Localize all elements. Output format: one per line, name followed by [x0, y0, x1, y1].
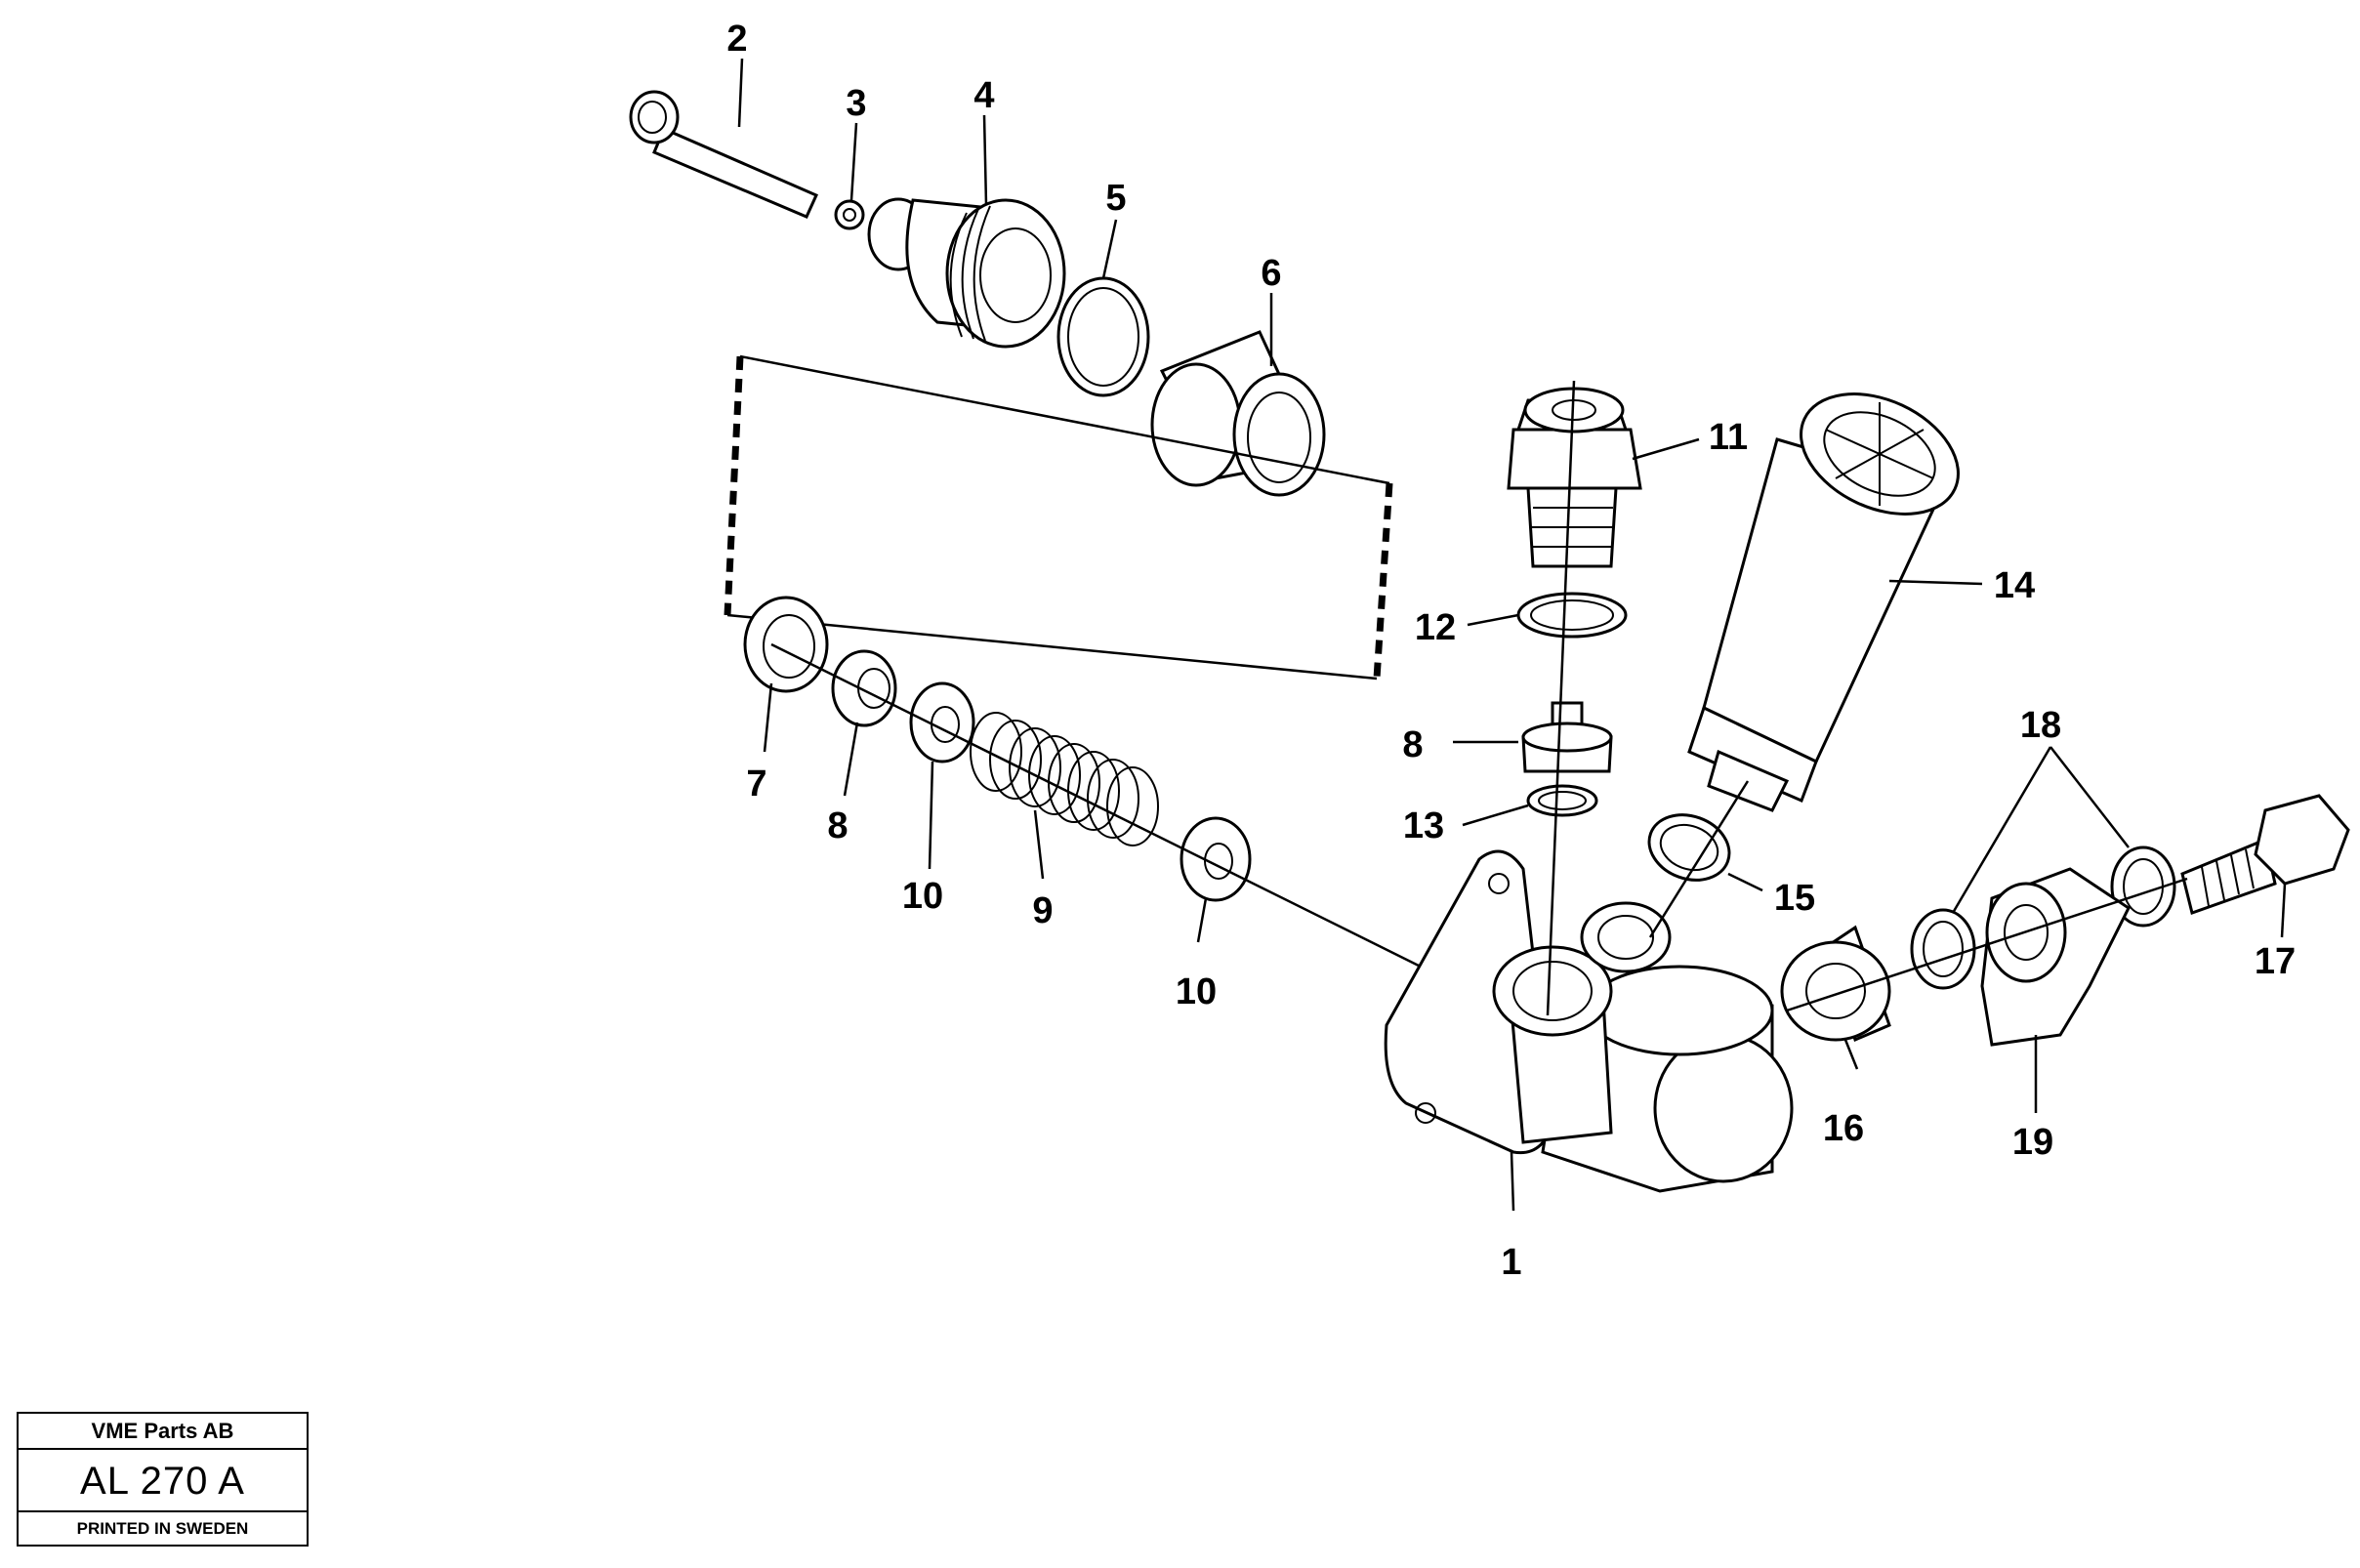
part-11-nut	[1507, 387, 1642, 568]
stamp-company: VME Parts AB	[19, 1414, 307, 1450]
part-6-sleeve	[1150, 330, 1326, 497]
part-10-washer-a	[909, 681, 975, 763]
callout-labels: 2 3 4 5 6 7 8 10 9 10 1 11 12 8 13 14 15…	[726, 19, 2296, 1283]
stamp-printed: PRINTED IN SWEDEN	[76, 1519, 249, 1538]
callout-15: 15	[1774, 878, 1815, 919]
callout-4: 4	[973, 75, 994, 116]
part-1-pump-housing	[1384, 849, 1794, 1193]
callout-3: 3	[846, 83, 866, 124]
part-14-hand-primer	[1687, 392, 1960, 812]
part-15-oring	[1647, 813, 1731, 882]
part-4-threaded-plug	[867, 197, 1066, 349]
part-8-valve	[1521, 701, 1613, 773]
part-3-washer	[834, 199, 865, 230]
part-5-oring	[1056, 276, 1150, 397]
part-7-seal-cup	[743, 596, 829, 693]
part-17-banjo-bolt	[2180, 794, 2350, 915]
callout-10-left: 10	[902, 876, 943, 917]
callout-8-left: 8	[827, 805, 848, 846]
part-12-oring	[1516, 592, 1628, 639]
stamp-code: AL 270 A	[19, 1450, 307, 1512]
leader-lines	[737, 58, 2287, 1212]
part-8-piston	[831, 649, 897, 727]
callout-14: 14	[1994, 565, 2035, 606]
assembly-frame	[724, 354, 1393, 681]
part-2-bolt	[629, 90, 818, 219]
part-18-washer-a	[1910, 908, 1976, 990]
callout-12: 12	[1415, 607, 1456, 648]
callout-19: 19	[2012, 1122, 2053, 1163]
callout-9: 9	[1032, 890, 1053, 931]
callout-17: 17	[2255, 941, 2296, 982]
callout-18: 18	[2020, 705, 2061, 746]
callout-7: 7	[746, 763, 766, 805]
callout-2: 2	[726, 19, 747, 60]
callout-8-right: 8	[1402, 724, 1423, 765]
part-13-oring	[1526, 784, 1598, 817]
part-10-washer-b	[1180, 816, 1252, 902]
callout-5: 5	[1105, 178, 1126, 219]
part-16-union	[1780, 925, 1891, 1043]
title-stamp: VME Parts AB AL 270 A PRINTED IN SWEDEN	[17, 1412, 309, 1547]
callout-1: 1	[1501, 1242, 1521, 1283]
callout-6: 6	[1261, 253, 1281, 294]
part-9-spring	[970, 712, 1159, 846]
callout-16: 16	[1823, 1108, 1864, 1149]
callout-10-right: 10	[1176, 971, 1217, 1012]
callout-11: 11	[1709, 417, 1748, 458]
callout-13: 13	[1403, 805, 1444, 846]
part-19-elbow	[1980, 867, 2131, 1047]
